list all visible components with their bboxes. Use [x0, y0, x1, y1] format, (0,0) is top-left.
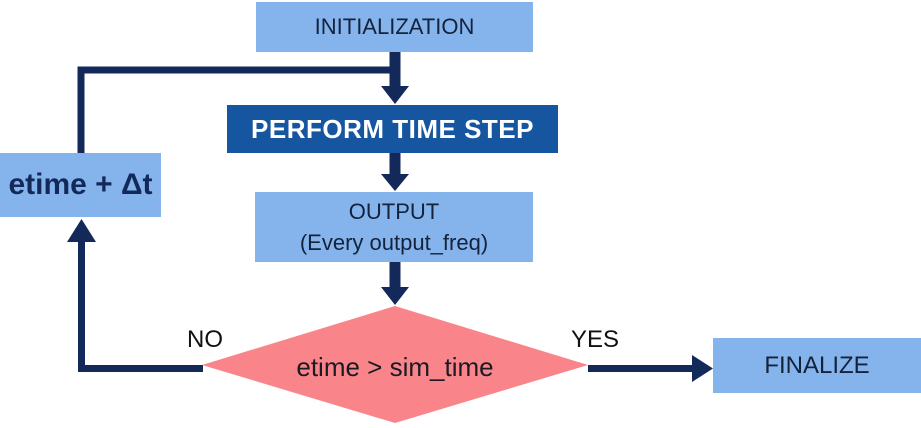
arrow-decision-to-etime-line — [78, 240, 203, 372]
node-output-sublabel: (Every output_freq) — [299, 230, 489, 255]
node-output-label: OUTPUT — [348, 199, 440, 224]
node-finalize-label: FINALIZE — [764, 351, 870, 379]
arrow-decision-to-etime-head — [67, 219, 96, 242]
arrow-output-to-decision-head — [381, 287, 409, 305]
arrow-perform-to-output-head — [381, 174, 409, 191]
edge-label-no: NO — [187, 326, 223, 353]
arrow-init-to-perform-head — [381, 86, 409, 104]
node-perform-time-step-label: PERFORM TIME STEP — [251, 113, 534, 144]
node-initialization-label: INITIALIZATION — [314, 14, 475, 39]
node-perform-time-step: PERFORM TIME STEP — [227, 105, 558, 153]
node-finalize: FINALIZE — [713, 338, 921, 393]
loop-return-line — [77, 66, 396, 155]
node-decision-label: etime > sim_time — [296, 352, 494, 382]
node-etime-increment: etime + Δt — [0, 153, 161, 217]
node-output: OUTPUT (Every output_freq) — [255, 192, 533, 262]
arrow-decision-to-finalize-head — [692, 355, 713, 382]
decision-diamond-shape — [202, 306, 588, 423]
node-etime-increment-label: etime + Δt — [8, 168, 153, 201]
node-initialization: INITIALIZATION — [256, 2, 533, 52]
edge-label-yes: YES — [570, 326, 620, 353]
